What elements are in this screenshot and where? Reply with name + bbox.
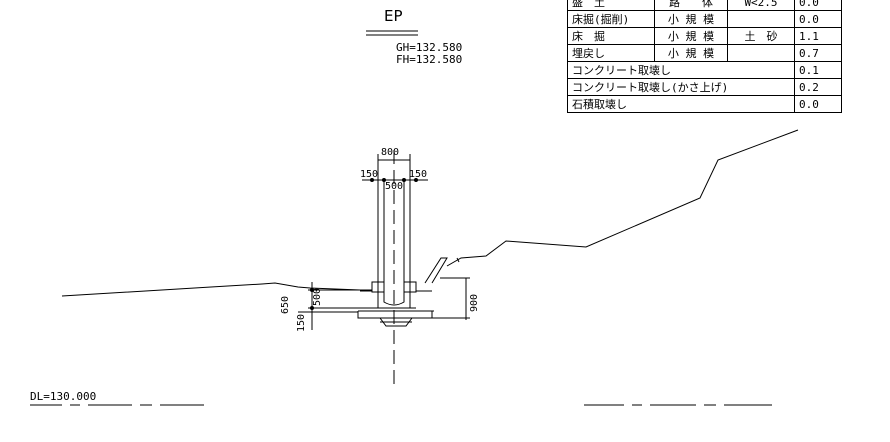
quantity-cell-item: 盛 土 <box>567 0 655 11</box>
quantity-cell-item: コンクリート取壊し(かさ上げ) <box>567 78 795 96</box>
quantity-cell-value: 1.1 <box>794 27 842 45</box>
quantity-cell-scale: 路 体 <box>654 0 728 11</box>
quantity-cell-value: 0.0 <box>794 10 842 28</box>
quantity-cell-item: 床掘(掘削) <box>567 10 655 28</box>
quantity-cell-item: コンクリート取壊し <box>567 61 795 79</box>
datum-level-label: DL=130.000 <box>30 390 97 403</box>
quantity-cell-scale: 小 規 模 <box>654 27 728 45</box>
quantity-table-row: 床掘(掘削)小 規 模 0.0 <box>567 10 842 28</box>
station-label: EP <box>384 7 403 25</box>
slope-wall <box>424 257 448 284</box>
quantity-cell-scale: 小 規 模 <box>654 10 728 28</box>
dim-depth-inner: 500 <box>312 287 323 306</box>
u-ditch-structure <box>357 174 434 327</box>
quantity-table-row: コンクリート取壊し(かさ上げ)0.2 <box>567 78 842 96</box>
dim-outer-width: 800 <box>381 147 400 158</box>
quantity-table-row: 埋戻し小 規 模 0.7 <box>567 44 842 62</box>
dim-wall-left: 150 <box>360 169 379 180</box>
quantity-cell-spec <box>727 44 795 62</box>
quantity-cell-value: 0.0 <box>794 0 842 11</box>
quantity-cell-spec <box>727 10 795 28</box>
left-dimension-lines <box>298 282 372 330</box>
quantity-cell-item: 床 掘 <box>567 27 655 45</box>
quantity-cell-item: 埋戻し <box>567 44 655 62</box>
right-dimension-lines <box>416 277 470 320</box>
quantity-cell-spec: 土 砂 <box>727 27 795 45</box>
quantity-cell-scale: 小 規 模 <box>654 44 728 62</box>
quantity-cell-item: 石積取壊し <box>567 95 795 113</box>
ground-height-label: GH=132.580 <box>396 41 463 54</box>
dim-depth-total: 650 <box>280 295 291 314</box>
dim-wall-right: 150 <box>409 169 428 180</box>
top-dimension-lines <box>362 154 428 182</box>
dim-base-thickness: 150 <box>296 313 307 332</box>
quantity-cell-value: 0.0 <box>794 95 842 113</box>
quantity-cell-spec: W<2.5 <box>727 0 795 11</box>
quantity-cell-value: 0.7 <box>794 44 842 62</box>
quantity-cell-value: 0.1 <box>794 61 842 79</box>
dim-inner-width: 500 <box>385 181 404 192</box>
formation-height-label: FH=132.580 <box>396 53 463 66</box>
slope-hatch <box>456 257 460 263</box>
ep-underline <box>366 30 418 36</box>
ground-line-right <box>446 129 799 267</box>
dim-right-height: 900 <box>469 293 480 312</box>
quantity-cell-value: 0.2 <box>794 78 842 96</box>
